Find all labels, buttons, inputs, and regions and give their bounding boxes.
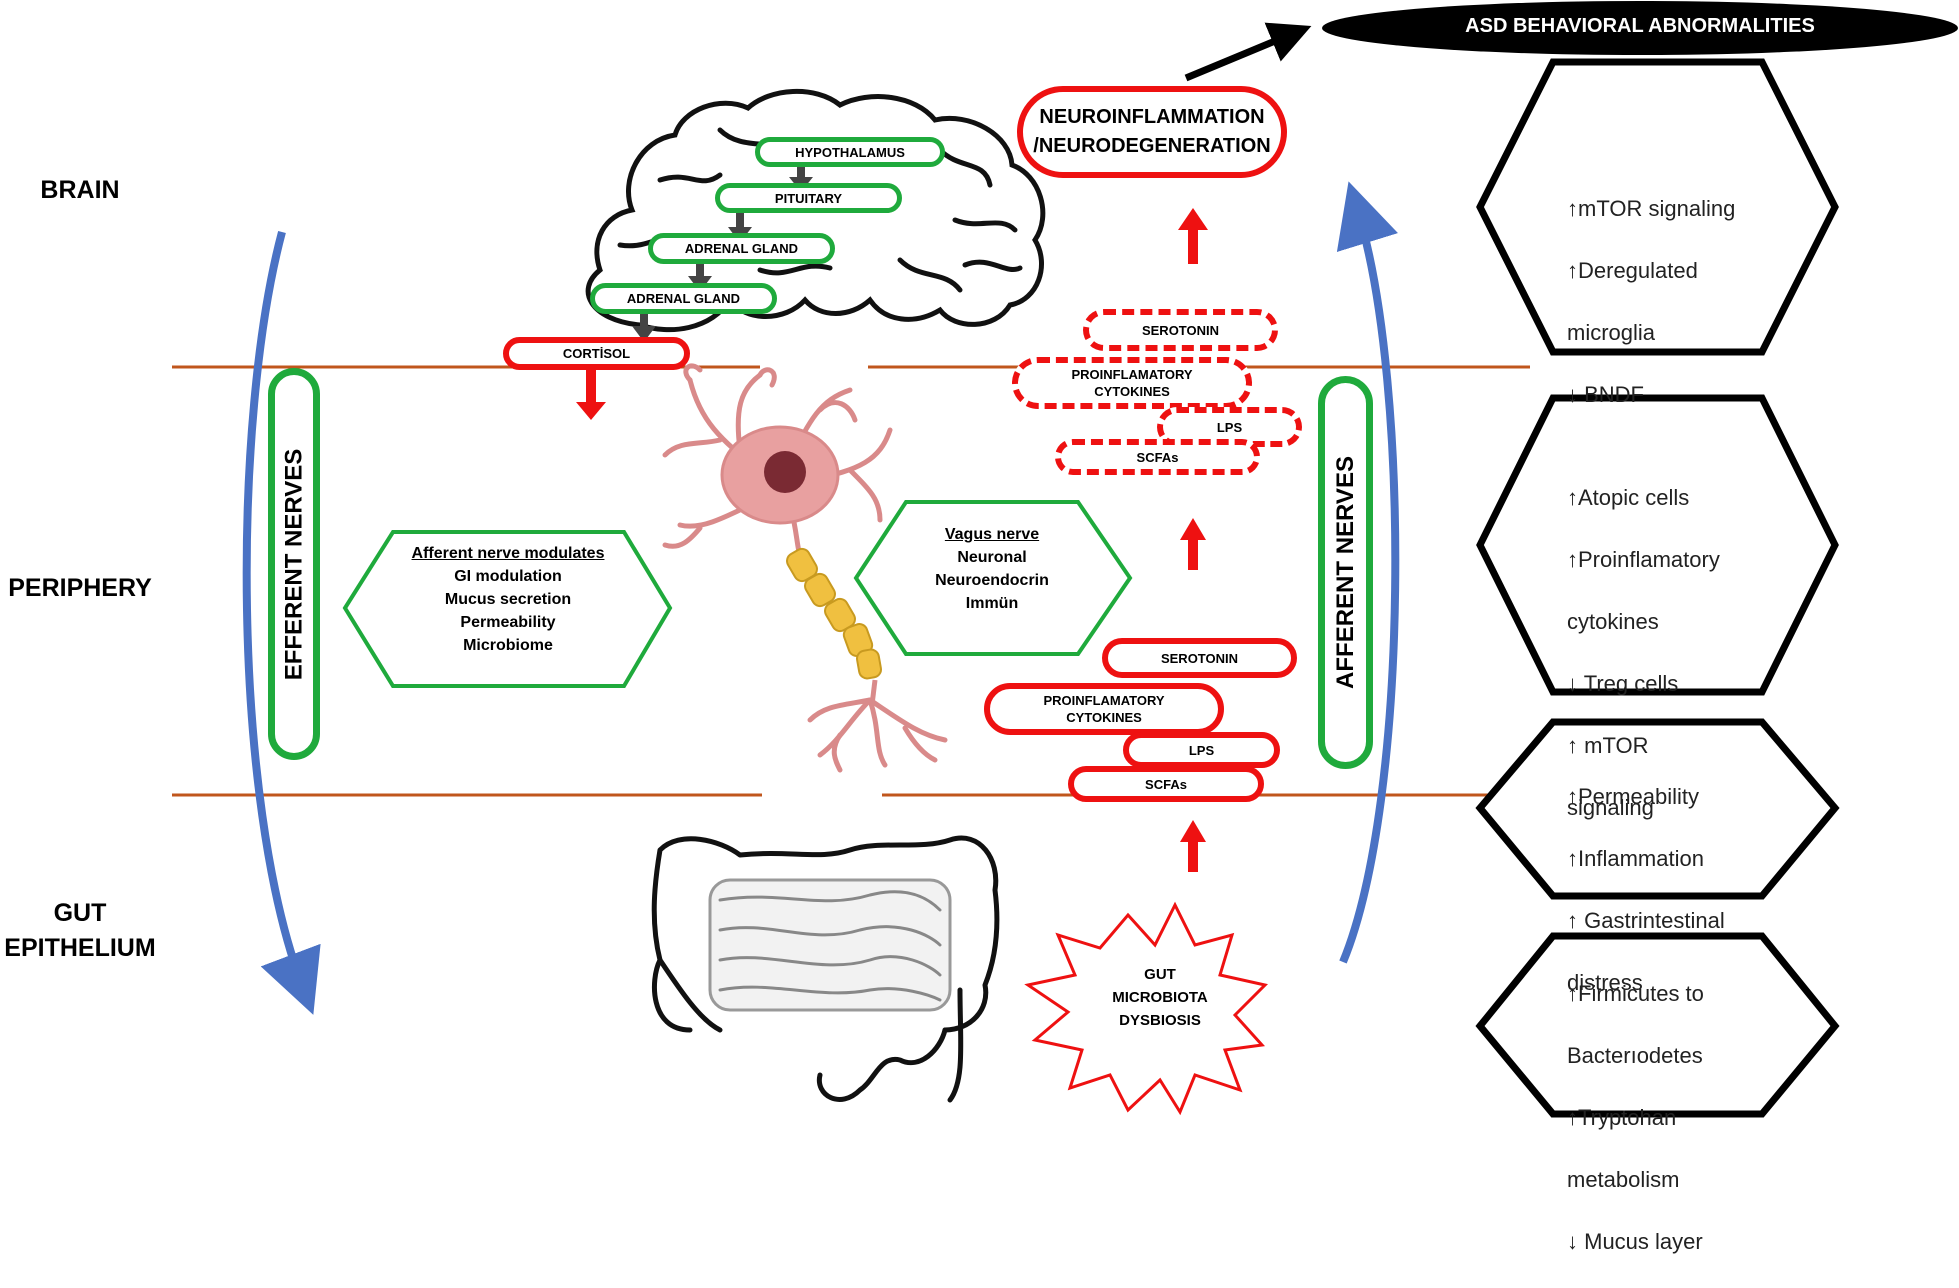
hex-epithelium-line: ↑Inflammation <box>1567 846 1704 871</box>
hex-brain-line: ↑Deregulated <box>1567 258 1698 283</box>
region-label-brain: BRAIN <box>40 176 120 204</box>
hex-periphery-line: ↓ Treg cells <box>1567 671 1679 696</box>
neuron-nucleus <box>764 451 806 493</box>
upper-cytokines-pill: PROINFLAMATORY CYTOKINES <box>1012 357 1252 409</box>
hex-brain-line: ↓ BNDF <box>1567 382 1644 407</box>
hexagon-periphery-text: ↑Atopic cells ↑Proinflamatory cytokines … <box>1567 451 1720 854</box>
hex-periphery-line: signaling <box>1567 795 1654 820</box>
pituitary-pill: PITUITARY <box>715 183 902 213</box>
afferent-item-gi: GI modulation <box>454 568 562 585</box>
region-label-gut-line1: GUT <box>53 899 107 927</box>
red-up-arrows <box>1178 208 1208 872</box>
gut-brain-axis-diagram: BRAIN PERIPHERY GUT EPITHELIUM HYPOTHALA… <box>4 1 1958 1254</box>
efferent-arrow <box>242 230 321 1015</box>
diagram-graphics <box>172 1 1958 1118</box>
vagus-item-neuroendocrin: Neuroendocrin <box>935 572 1049 589</box>
cortisol-down-arrow <box>576 367 606 420</box>
asd-arrow <box>1184 22 1312 82</box>
region-label-periphery: PERIPHERY <box>8 574 152 602</box>
vagus-nerve-hexagon <box>853 500 1133 656</box>
lower-cytokines-line2: CYTOKINES <box>1066 710 1142 725</box>
dysbiosis-line1: GUT <box>1144 966 1176 983</box>
hex-epithelium-line: distress <box>1567 970 1643 995</box>
afferent-arrow <box>1336 181 1400 964</box>
vagus-item-immun: Immün <box>965 595 1019 612</box>
hex-microbiota-line: ↑Firmicutes to <box>1567 981 1704 1006</box>
hex-periphery-line: cytokines <box>1567 609 1659 634</box>
neuroinflammation-line2: /NEURODEGENERATION <box>1033 135 1271 157</box>
afferent-item-permeability: Permeability <box>460 614 556 631</box>
afferent-nerves-pill: AFFERENT NERVES <box>1318 376 1373 769</box>
upper-serotonin-pill: SEROTONIN <box>1083 309 1278 351</box>
hexagon-brain-text: ↑mTOR signaling ↑Deregulated microglia ↓… <box>1567 162 1735 441</box>
vagus-nerve-text: Vagus nerve Neuronal Neuroendocrin Immün <box>906 523 1078 615</box>
hexagon-periphery <box>1476 394 1839 696</box>
afferent-modulates-title: Afferent nerve modulates <box>411 545 605 562</box>
hex-periphery-line: ↑Atopic cells <box>1567 485 1690 510</box>
hexagon-epithelium <box>1475 718 1840 900</box>
vagus-item-neuronal: Neuronal <box>957 549 1027 566</box>
dysbiosis-starburst <box>1024 901 1268 1116</box>
lower-cytokines-pill: PROINFLAMATORY CYTOKINES <box>984 683 1224 735</box>
neuron-myelin <box>786 547 882 680</box>
efferent-nerves-label: EFFERENT NERVES <box>280 448 308 680</box>
dysbiosis-text: GUT MICROBIOTA DYSBIOSIS <box>1090 963 1230 1032</box>
lower-cytokines-line1: PROINFLAMATORY <box>1043 693 1165 708</box>
hypothalamus-pill: HYPOTHALAMUS <box>755 137 945 167</box>
hex-epithelium-line: ↑Permeability <box>1567 784 1700 809</box>
upper-scfas-pill: SCFAs <box>1055 439 1260 475</box>
hexagon-epithelium-text: ↑Permeability ↑Inflammation ↑ Gastrintes… <box>1567 750 1725 1029</box>
afferent-nerves-label: AFFERENT NERVES <box>1332 456 1360 689</box>
hex-brain-line: microglia <box>1567 320 1656 345</box>
neuroinflammation-pill: NEUROINFLAMMATION /NEURODEGENERATION <box>1017 86 1287 178</box>
hex-microbiota-line: ↓ Mucus layer <box>1567 1229 1703 1254</box>
afferent-item-microbiome: Microbiome <box>463 637 553 654</box>
afferent-item-mucus: Mucus secretion <box>444 591 572 608</box>
hex-microbiota-line: Bacterıodetes <box>1567 1043 1703 1068</box>
vagus-nerve-title: Vagus nerve <box>944 526 1040 543</box>
lower-lps-pill: LPS <box>1123 732 1280 768</box>
dysbiosis-line3: DYSBIOSIS <box>1119 1012 1201 1029</box>
asd-header-title: ASD BEHAVIORAL ABNORMALITIES <box>1465 15 1815 37</box>
asd-header-shape <box>1322 1 1958 55</box>
adrenal-gland-pill-2: ADRENAL GLAND <box>590 283 777 314</box>
hex-periphery-line: ↑ mTOR <box>1567 733 1649 758</box>
lower-serotonin-pill: SEROTONIN <box>1102 638 1297 678</box>
neuroinflammation-line1: NEUROINFLAMMATION <box>1039 106 1265 128</box>
upper-cytokines-line2: CYTOKINES <box>1094 384 1170 399</box>
region-label-gut-line2: EPITHELIUM <box>4 934 156 962</box>
hexagon-brain <box>1476 58 1839 356</box>
lower-scfas-pill: SCFAs <box>1068 766 1264 802</box>
hexagon-microbiota <box>1475 932 1840 1118</box>
efferent-nerves-pill: EFFERENT NERVES <box>268 368 320 760</box>
hex-brain-line: ↑mTOR signaling <box>1567 196 1736 221</box>
hex-epithelium-line: ↑ Gastrintestinal <box>1567 908 1725 933</box>
hex-periphery-line: ↑Proinflamatory <box>1567 547 1720 572</box>
adrenal-gland-pill-1: ADRENAL GLAND <box>648 233 835 264</box>
dysbiosis-line2: MICROBIOTA <box>1112 989 1208 1006</box>
upper-cytokines-line1: PROINFLAMATORY <box>1071 367 1193 382</box>
afferent-modulates-hexagon <box>342 530 673 688</box>
intestine-icon <box>651 835 1000 1103</box>
cortisol-pill: CORTİSOL <box>503 337 690 370</box>
afferent-modulates-text: Afferent nerve modulates GI modulation M… <box>393 542 623 657</box>
hex-microbiota-line: metabolism <box>1567 1167 1680 1192</box>
